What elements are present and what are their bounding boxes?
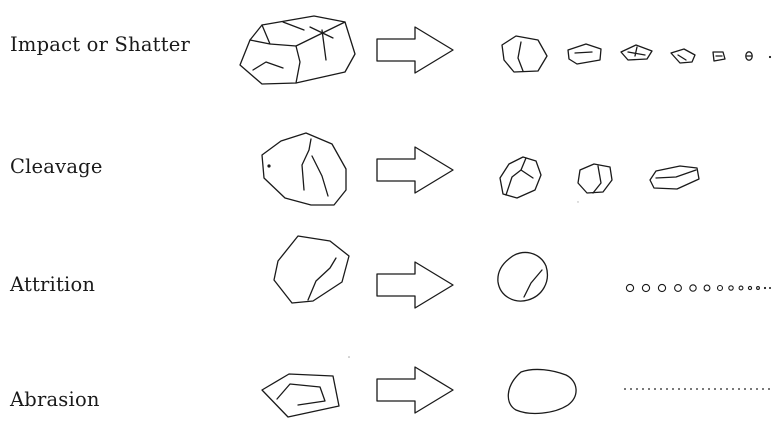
abrasion-original-rock: [262, 374, 339, 417]
abrasion-dust: [624, 388, 770, 390]
attrition-fragments: [498, 252, 771, 301]
impact-row: [240, 16, 771, 84]
attrition-row: [274, 236, 771, 308]
abrasion-row: [262, 367, 770, 417]
cleavage-fragments: [500, 157, 699, 198]
attrition-arrow: [377, 262, 453, 308]
impact-fragments: [502, 36, 771, 72]
impact-arrow: [377, 27, 453, 73]
impact-original-rock: [240, 16, 355, 84]
attrition-original-rock: [274, 236, 349, 303]
abrasion-arrow: [377, 367, 453, 413]
cleavage-original-rock: [262, 133, 346, 205]
cleavage-row: [262, 133, 699, 205]
cleavage-arrow: [377, 147, 453, 193]
abrasion-fragments: [508, 369, 770, 413]
